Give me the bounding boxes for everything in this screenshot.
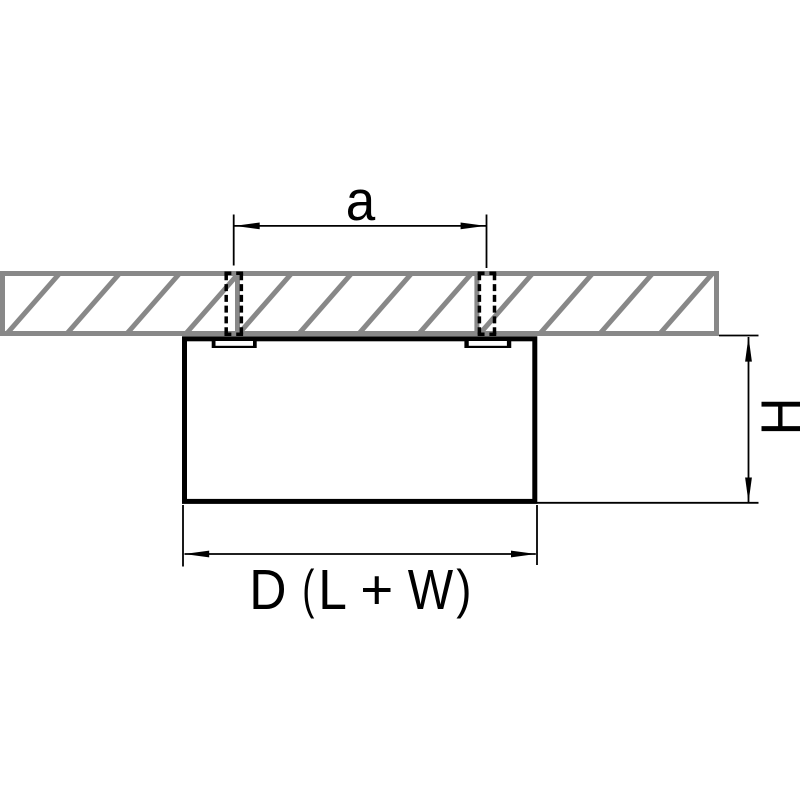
svg-text:W: W <box>408 558 454 622</box>
svg-text:D: D <box>249 558 286 622</box>
svg-text:+: + <box>360 559 393 622</box>
svg-text:): ) <box>456 559 471 620</box>
svg-text:L: L <box>318 558 347 622</box>
svg-text:H: H <box>748 398 800 436</box>
svg-text:(: ( <box>302 558 315 619</box>
svg-text:a: a <box>346 168 376 232</box>
